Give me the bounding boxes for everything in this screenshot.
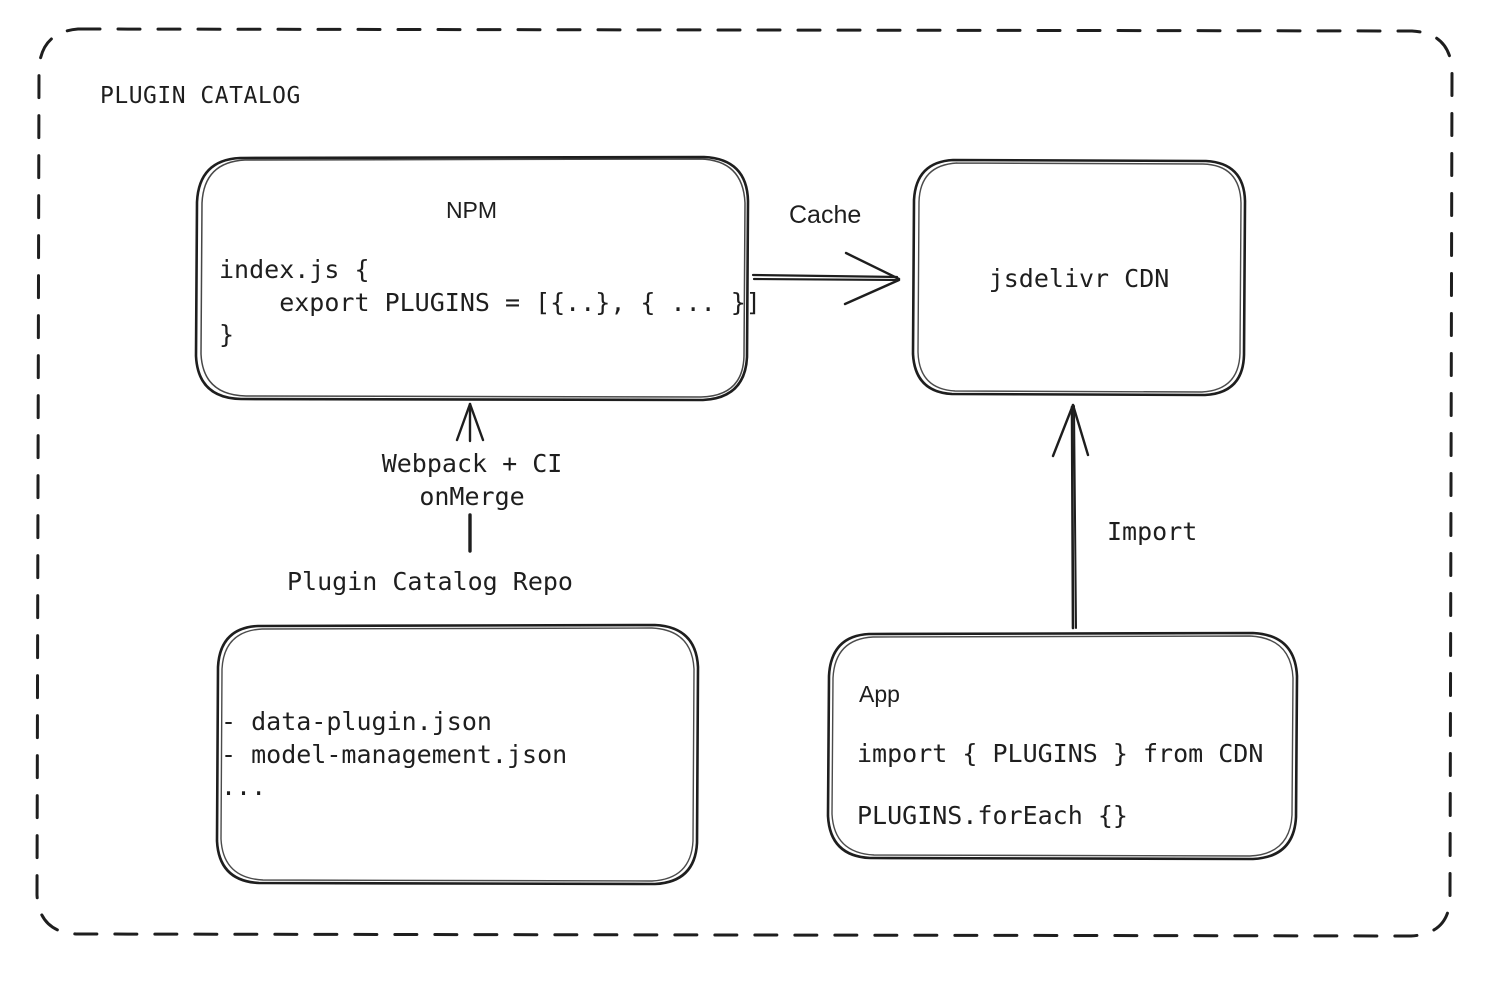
npm-node-code: index.js { export PLUGINS = [{..}, { ...… — [219, 255, 761, 349]
build-edge-label: Webpack + CI onMerge — [381, 449, 563, 511]
cdn-node-title: jsdelivr CDN — [988, 264, 1170, 293]
npm-node-title: NPM — [445, 197, 498, 223]
cache-edge-label: Cache — [789, 201, 862, 229]
cache-arrow — [751, 251, 901, 306]
repo-node-items: - data-plugin.json - model-management.js… — [221, 707, 568, 801]
app-node-code-line-1: import { PLUGINS } from CDN — [857, 739, 1264, 768]
import-edge-label: Import — [1107, 517, 1198, 546]
group-title: PLUGIN CATALOG — [100, 83, 301, 109]
repo-node-caption: Plugin Catalog Repo — [287, 567, 573, 596]
import-arrow — [1051, 403, 1090, 630]
app-node-code-line-2: PLUGINS.forEach {} — [857, 801, 1128, 830]
app-node-title: App — [859, 681, 900, 707]
